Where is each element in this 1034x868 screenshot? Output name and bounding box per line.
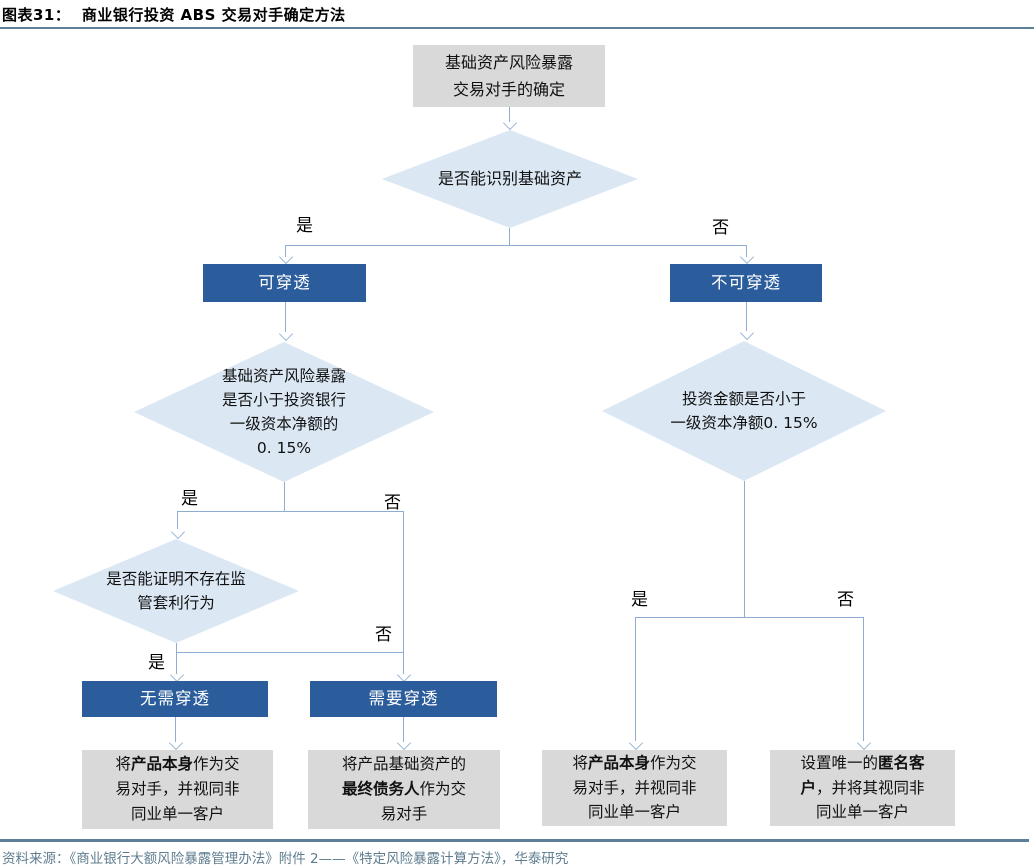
edge-label-no: 否 [375, 625, 392, 645]
node-action-not-penetrable: 不可穿透 [670, 264, 822, 302]
connector-line [177, 511, 404, 512]
footer-rule [0, 839, 1029, 842]
edge-label-yes: 是 [181, 489, 198, 509]
node-action-penetration-needed: 需要穿透 [310, 681, 497, 717]
edge-label-yes: 是 [296, 216, 313, 236]
edge-label-no: 否 [712, 218, 729, 238]
node-result-product-itself-right: 将产品本身作为交易对手，并视同非同业单一客户 [542, 750, 727, 826]
node-result-product-itself-left: 将产品本身作为交易对手，并视同非同业单一客户 [82, 750, 273, 829]
connector-line [403, 717, 404, 742]
node-decision-identify-asset: 是否能识别基础资产 [382, 130, 638, 228]
arrowhead [169, 667, 185, 683]
title-rule [0, 27, 1034, 29]
arrowhead [278, 249, 294, 265]
node-action-penetrable: 可穿透 [203, 264, 366, 302]
node-start: 基础资产风险暴露 交易对手的确定 [413, 45, 605, 107]
connector-line [175, 717, 176, 742]
arrowhead [168, 735, 184, 751]
node-result-anonymous-client: 设置唯一的匿名客户，并将其视同非同业单一客户 [770, 750, 955, 826]
arrowhead [739, 325, 755, 341]
connector-line [285, 302, 286, 332]
figure-title: 图表31： 商业银行投资 ABS 交易对手确定方法 [2, 6, 346, 24]
connector-line [744, 481, 745, 617]
arrowhead [278, 326, 294, 342]
connector-line [746, 302, 747, 331]
connector-line [635, 617, 863, 618]
connector-line [176, 652, 177, 674]
connector-line [176, 652, 404, 653]
connector-line [285, 245, 746, 246]
edge-label-yes: 是 [631, 590, 648, 610]
connector-line [177, 511, 178, 529]
source-note: 资料来源：《商业银行大额风险暴露管理办法》附件 2——《特定风险暴露计算方法》，… [2, 851, 569, 867]
connector-line [863, 617, 864, 741]
connector-line [746, 245, 747, 257]
connector-line [635, 617, 636, 741]
edge-label-no: 否 [384, 493, 401, 513]
arrowhead [856, 735, 872, 751]
arrowhead [739, 249, 755, 265]
edge-label-no: 否 [837, 590, 854, 610]
connector-line [509, 107, 510, 122]
node-action-no-penetration-needed: 无需穿透 [82, 681, 268, 717]
node-decision-regulatory-arbitrage: 是否能证明不存在监 管套利行为 [53, 539, 299, 643]
arrowhead [396, 735, 412, 751]
arrowhead [502, 115, 518, 131]
connector-line [176, 643, 177, 652]
node-decision-amount-threshold: 投资金额是否小于 一级资本净额0. 15% [602, 341, 886, 481]
connector-line [509, 228, 510, 245]
connector-line [403, 511, 404, 674]
arrowhead [628, 735, 644, 751]
node-decision-exposure-threshold: 基础资产风险暴露 是否小于投资银行 一级资本净额的 0. 15% [134, 342, 434, 482]
edge-label-yes: 是 [148, 653, 165, 673]
connector-line [284, 482, 285, 511]
node-result-ultimate-debtor: 将产品基础资产的最终债务人作为交易对手 [308, 750, 500, 829]
arrowhead [170, 524, 186, 540]
arrowhead [396, 667, 412, 683]
connector-line [285, 245, 286, 257]
